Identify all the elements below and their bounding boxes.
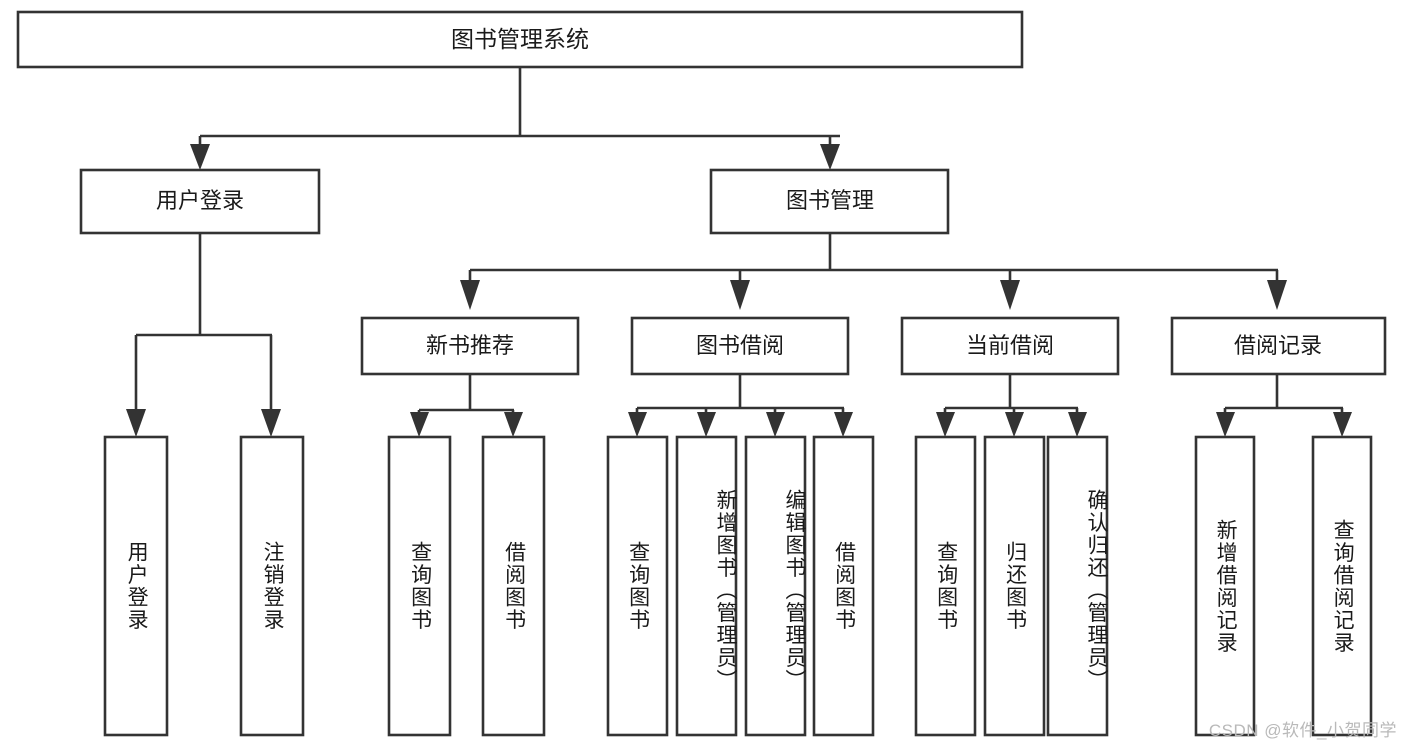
leaf-box-query-book-1[interactable] — [387, 435, 452, 737]
node-book-manage[interactable]: 图书管理 — [709, 168, 950, 235]
leaf-box-return-book[interactable] — [983, 435, 1046, 737]
leaf-boxes-user-login — [103, 435, 305, 737]
connector-group-userlogin-to-leaves — [126, 233, 281, 437]
arrow-to-leaf-logout — [261, 409, 281, 437]
node-book-borrow-box[interactable] — [630, 316, 850, 376]
node-borrow-record-box[interactable] — [1170, 316, 1387, 376]
connector-group-record-to-leaves — [1216, 374, 1352, 437]
node-borrow-record[interactable]: 借阅记录 — [1170, 316, 1387, 376]
leaf-box-add-record[interactable] — [1194, 435, 1256, 737]
connector-group-current-to-leaves — [936, 374, 1087, 437]
arrow-to-leaf-query-book-2 — [628, 412, 647, 437]
arrow-to-leaf-edit-book — [766, 412, 785, 437]
leaf-box-add-book[interactable] — [675, 435, 738, 737]
arrow-to-leaf-return-book — [1005, 412, 1024, 437]
arrow-to-leaf-borrow-book-1 — [504, 412, 523, 437]
node-root[interactable]: 图书管理系统 — [16, 10, 1024, 69]
node-current-borrow[interactable]: 当前借阅 — [900, 316, 1120, 376]
node-current-borrow-box[interactable] — [900, 316, 1120, 376]
arrow-to-leaf-borrow-book-2 — [834, 412, 853, 437]
connector-group-recommend-to-leaves — [410, 374, 523, 437]
arrow-to-leaf-query-book-1 — [410, 412, 429, 437]
leaf-boxes-borrow-record — [1194, 435, 1373, 737]
arrow-to-leaf-query-book-3 — [936, 412, 955, 437]
leaf-box-query-book-3[interactable] — [914, 435, 977, 737]
arrow-to-leaf-query-record — [1333, 412, 1352, 437]
leaf-box-user-login[interactable] — [103, 435, 169, 737]
node-user-login[interactable]: 用户登录 — [79, 168, 321, 235]
node-book-manage-label: 图书管理 — [786, 188, 874, 213]
node-new-book-recommend-box[interactable] — [360, 316, 580, 376]
leaf-boxes-current-borrow — [914, 435, 1109, 737]
leaf-boxes-book-borrow — [606, 435, 875, 737]
node-new-book-recommend[interactable]: 新书推荐 — [360, 316, 580, 376]
node-book-borrow-label: 图书借阅 — [696, 333, 784, 358]
leaf-box-query-record[interactable] — [1311, 435, 1373, 737]
connector-group-root-to-level2 — [190, 67, 840, 170]
node-new-book-recommend-label: 新书推荐 — [426, 333, 514, 358]
node-root-box[interactable] — [16, 10, 1024, 69]
arrow-to-user-login — [190, 144, 210, 170]
arrow-to-leaf-user-login — [126, 409, 146, 437]
leaf-box-borrow-book-1[interactable] — [481, 435, 546, 737]
node-book-borrow[interactable]: 图书借阅 — [630, 316, 850, 376]
arrow-to-borrow-record — [1267, 280, 1287, 310]
arrow-to-leaf-add-book — [697, 412, 716, 437]
node-borrow-record-label: 借阅记录 — [1234, 333, 1322, 358]
arrow-to-leaf-add-record — [1216, 412, 1235, 437]
node-user-login-label: 用户登录 — [156, 188, 244, 213]
arrow-to-new-book-recommend — [460, 280, 480, 310]
leaf-box-borrow-book-2[interactable] — [812, 435, 875, 737]
csdn-watermark: CSDN @软件_小贺同学 — [1208, 721, 1397, 740]
connector-group-borrow-to-leaves — [628, 374, 853, 437]
arrow-to-book-borrow — [730, 280, 750, 310]
leaf-box-logout[interactable] — [239, 435, 305, 737]
node-book-manage-box[interactable] — [709, 168, 950, 235]
node-current-borrow-label: 当前借阅 — [966, 333, 1054, 358]
arrow-to-book-manage — [820, 144, 840, 170]
arrow-to-leaf-confirm-return — [1068, 412, 1087, 437]
node-root-label: 图书管理系统 — [451, 26, 589, 52]
leaf-box-confirm-return[interactable] — [1046, 435, 1109, 737]
arrow-to-current-borrow — [1000, 280, 1020, 310]
leaf-box-edit-book[interactable] — [744, 435, 807, 737]
leaf-boxes-new-book-recommend — [387, 435, 546, 737]
leaf-box-query-book-2[interactable] — [606, 435, 669, 737]
node-user-login-box[interactable] — [79, 168, 321, 235]
connector-group-bookmanage-to-level3 — [460, 233, 1287, 310]
